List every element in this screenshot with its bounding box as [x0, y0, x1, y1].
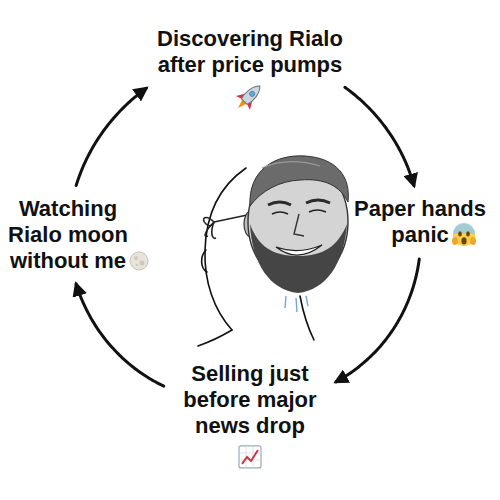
- cycle-step: Watching Rialo moon without me: [2, 194, 134, 276]
- moon-icon: [130, 252, 148, 270]
- cycle-step: Selling just before major news drop: [172, 359, 328, 441]
- chad-face: [244, 156, 348, 293]
- sweat-drips: [285, 296, 308, 312]
- cycle-arrow: [345, 87, 414, 185]
- step-text: Paper hands panic: [349, 196, 491, 248]
- step-text: Selling just before major news drop: [174, 361, 326, 439]
- cycle-arrow: [76, 88, 146, 185]
- step-text: Watching Rialo moon without me: [4, 196, 132, 274]
- chart-icon: [239, 446, 261, 468]
- step-text: Discovering Rialo after price pumps: [138, 26, 362, 78]
- rocket-icon: [231, 79, 267, 115]
- cycle-arrow: [336, 259, 419, 382]
- cycle-step: Paper hands panic: [347, 194, 493, 250]
- cycle-arrow: [76, 284, 164, 386]
- cycle-step: Discovering Rialo after price pumps: [136, 24, 364, 80]
- scream-face-icon: [452, 223, 476, 246]
